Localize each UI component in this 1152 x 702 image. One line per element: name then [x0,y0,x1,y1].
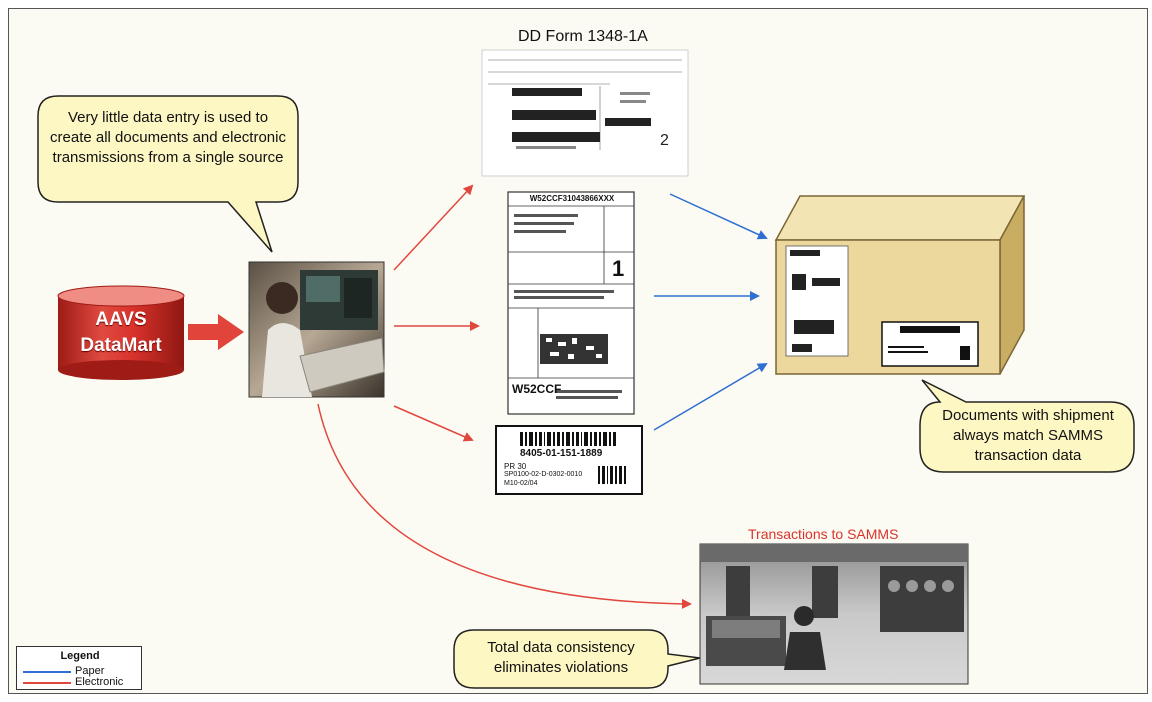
database-label-line1: AAVS [95,309,147,330]
legend-paper-swatch [23,671,71,673]
barcode-label-line3: M10-02/04 [504,480,538,487]
legend-paper-label: Paper [75,665,105,677]
database-label-line2: DataMart [80,335,162,356]
barcode-label-pr: PR 30 [504,462,527,471]
callout-bottom-text: Total data consistency eliminates violat… [487,639,635,676]
form-page-number: 2 [660,132,669,149]
callout-top-text: Very little data entry is used to create… [50,109,286,166]
legend-electronic-swatch [23,682,71,684]
military-label-priority: 1 [612,256,625,281]
legend-title: Legend [60,650,100,662]
callout-right-text: Documents with shipment always match SAM… [942,407,1114,464]
legend: Legend Paper Electronic [16,646,142,690]
military-label-top-code: W52CCF31043866XXX [529,194,615,203]
barcode-label-code: 8405-01-151-1889 [520,448,603,459]
legend-item-electronic: Electronic [23,676,139,689]
samms-title: Transactions to SAMMS [748,526,899,542]
barcode-label-line2: SP0100-02-D-0302-0010 [504,471,583,478]
military-label-bottom-code: W52CCF [512,382,562,396]
legend-electronic-label: Electronic [75,676,124,688]
legend-item-paper: Paper [23,665,139,678]
form-title: DD Form 1348-1A [518,28,648,45]
